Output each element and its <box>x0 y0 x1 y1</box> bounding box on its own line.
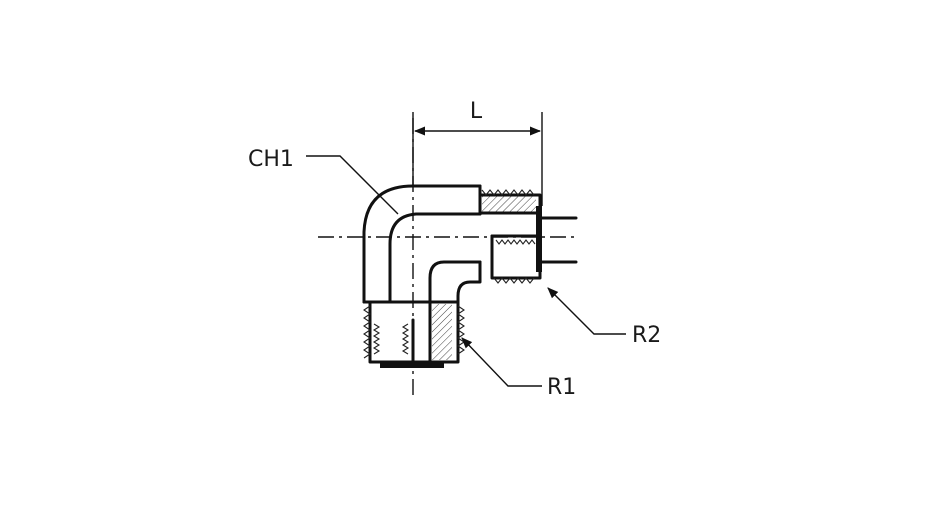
ch1-label: CH1 <box>248 147 294 172</box>
bottom-left-threads <box>363 305 371 359</box>
right-seal-face <box>536 206 542 272</box>
bottom-inner-threads-right <box>401 323 410 355</box>
inner-step <box>428 260 482 304</box>
right-bottom-threads <box>493 277 535 284</box>
dimension-l-label: L <box>470 99 483 124</box>
right-hatch-section <box>482 195 536 213</box>
dimension-l: L <box>412 99 543 206</box>
r2-callout: R2 <box>547 287 661 348</box>
outer-contour <box>362 184 482 304</box>
bottom-seal-face <box>380 362 444 368</box>
r1-leader-line <box>461 337 542 387</box>
ch1-callout: CH1 <box>248 147 399 215</box>
ch1-leader-line <box>306 155 399 215</box>
right-threaded-end <box>478 189 578 284</box>
r2-leader-line <box>547 287 626 335</box>
r1-callout: R1 <box>461 337 576 400</box>
bottom-hatch-section <box>432 304 452 360</box>
outer-step <box>456 260 482 304</box>
bottom-inner-threads-left <box>372 323 381 355</box>
right-end-outline <box>478 193 542 280</box>
inner-bore-contour <box>388 212 482 304</box>
bottom-right-threads <box>457 305 465 355</box>
right-inner-threads <box>495 239 536 245</box>
bottom-threaded-end <box>363 300 465 368</box>
r2-label: R2 <box>632 323 661 348</box>
elbow-body <box>362 184 482 304</box>
r1-label: R1 <box>547 375 576 400</box>
right-top-threads <box>481 189 535 196</box>
